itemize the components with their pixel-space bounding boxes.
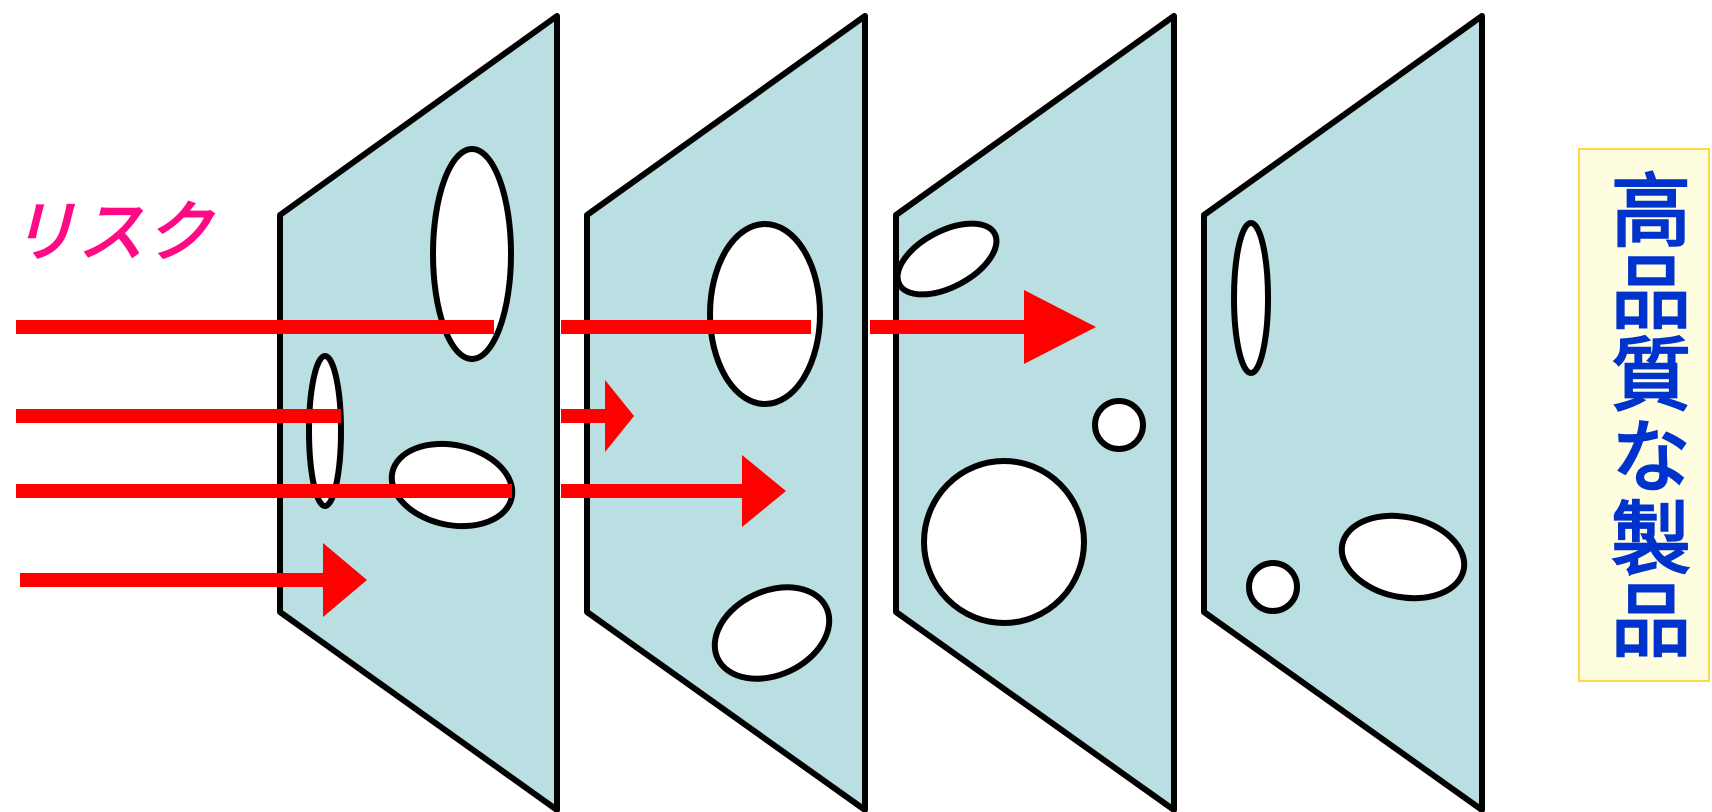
slice-4-hole [1231,220,1271,376]
slice-4 [1201,13,1485,812]
slice-1-hole [430,146,514,362]
outcome-box: 高品質な製品 [1578,148,1710,682]
slice-3 [893,13,1177,812]
slice-4-hole [1246,560,1300,614]
risk-arrow-1 [16,290,1096,364]
slice-3-hole [921,458,1087,626]
slice-4-plate [1201,13,1485,812]
slice-3-hole [894,220,1000,298]
risk-arrow-4 [20,543,367,617]
slice-2 [584,13,868,812]
slice-1-hole [306,353,344,509]
risk-label: リスク [10,194,214,271]
slice-3-hole [1092,398,1146,452]
outcome-label: 高品質な製品 [1598,169,1691,661]
risk-arrow-3 [16,455,786,527]
slice-4-hole [1338,512,1468,602]
risk-arrows [16,290,1096,617]
slice-2-hole [711,584,833,682]
risk-arrow-2 [16,380,634,452]
slice-2-hole [707,221,823,407]
slice-1 [277,13,560,812]
